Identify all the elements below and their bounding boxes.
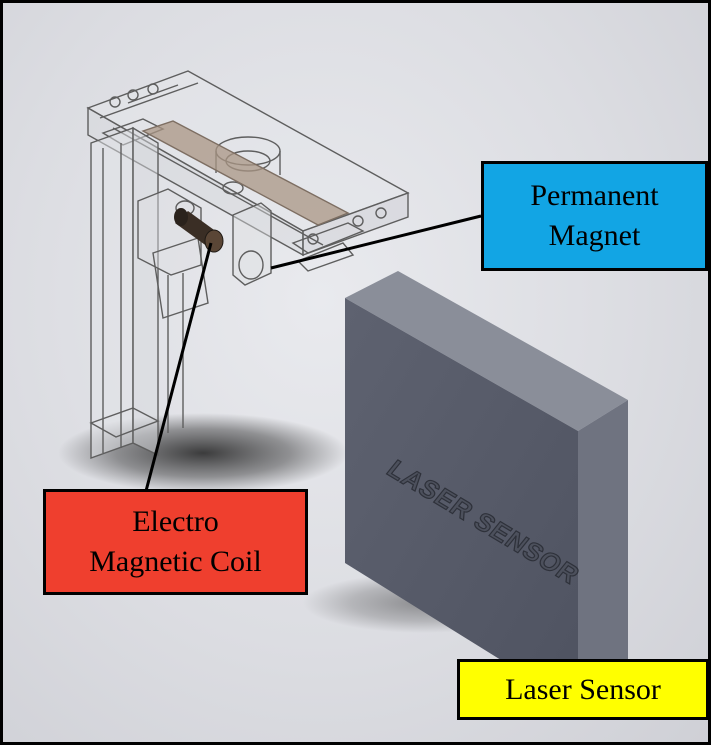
vertical-column bbox=[90, 127, 134, 459]
cantilever-beam bbox=[141, 120, 350, 226]
electro-magnetic-coil-label: Electro Magnetic Coil bbox=[43, 489, 308, 595]
permanent-magnet-line2: Magnet bbox=[548, 219, 641, 252]
laser-sensor-label: Laser Sensor bbox=[457, 659, 708, 720]
electro-magnetic-coil-line1: Electro bbox=[132, 505, 219, 538]
permanent-magnet-label: Permanent Magnet bbox=[481, 161, 708, 271]
leader-electro-magnetic-coil bbox=[144, 242, 213, 492]
sensor-side bbox=[578, 400, 628, 708]
laser-sensor-block: LASER SENSOR bbox=[345, 271, 628, 708]
permanent-magnet-line1: Permanent bbox=[530, 179, 659, 212]
sensor-face bbox=[345, 298, 578, 708]
electro-magnetic-coil-line2: Magnetic Coil bbox=[89, 545, 262, 578]
laser-sensor-text: Laser Sensor bbox=[505, 672, 661, 706]
leader-permanent-magnet bbox=[270, 214, 482, 270]
stand-assembly bbox=[86, 70, 410, 459]
cad-render: LASER SENSOR bbox=[58, 70, 628, 708]
sensor-top bbox=[345, 271, 628, 431]
